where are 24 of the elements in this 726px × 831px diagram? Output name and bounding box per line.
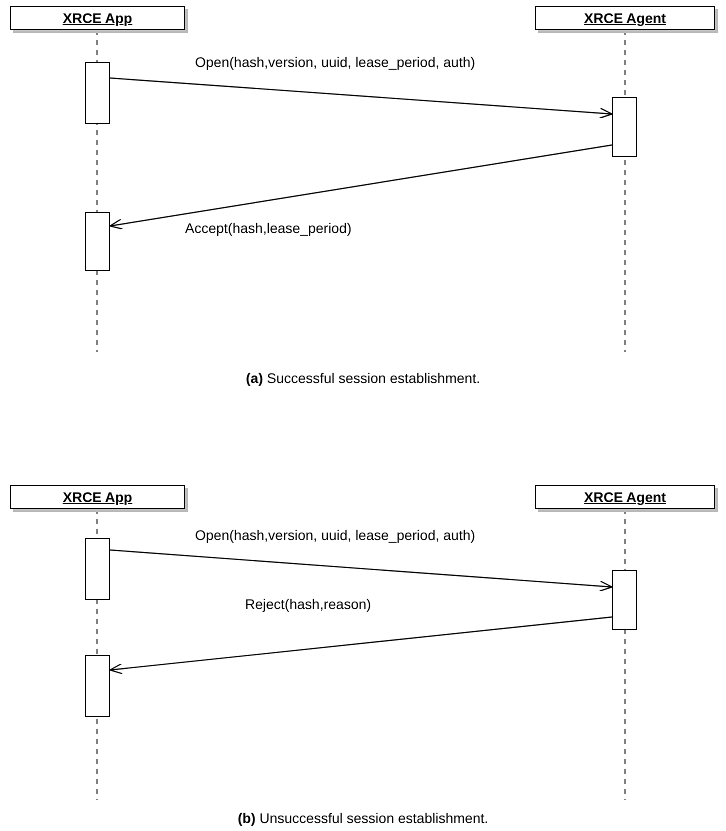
participant-name: XRCE Agent [584,489,666,505]
message-arrow [109,616,612,674]
participant-name: XRCE App [62,489,132,505]
participant-name: XRCE App [62,10,132,26]
activation-bar [612,97,637,157]
participant-name: XRCE Agent [584,10,666,26]
participant-box [10,485,185,509]
edge-label: Reject(hash,reason) [245,596,372,612]
participant-box [10,6,185,30]
message-arrow [109,144,612,230]
participant-box [535,6,715,30]
edge-label: Accept(hash,lease_period) [185,220,352,236]
activation-bar [85,212,110,271]
activation-bar [612,570,637,630]
participant-box [535,485,715,509]
activation-bar [85,62,110,124]
edge-label: Open(hash,version, uuid, lease_period, auth) [195,527,476,543]
message-arrow [110,549,613,592]
message-arrow [110,77,613,119]
activation-bar [85,538,110,600]
edge-label: Open(hash,version, uuid, lease_period, auth) [195,54,476,70]
activation-bar [85,655,110,717]
figure-caption: (a) Successful session establishment. [244,370,482,386]
figure-caption: (b) Unsuccessful session establishment. [236,810,490,826]
